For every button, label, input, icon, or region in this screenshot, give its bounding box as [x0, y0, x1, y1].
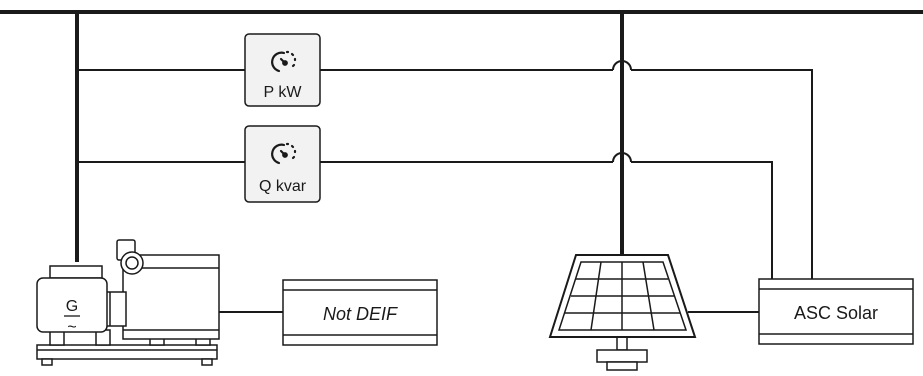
- power-meter: P kW: [244, 33, 321, 107]
- not-deif-label: Not DEIF: [323, 304, 398, 324]
- reactive-meter: Q kvar: [244, 125, 321, 203]
- power-measurement-line: [77, 60, 813, 279]
- reactive-measurement-line: [77, 152, 773, 279]
- reactive-meter-label: Q kvar: [259, 178, 307, 195]
- genset: [36, 239, 220, 366]
- solar-panel: [548, 254, 697, 371]
- asc-solar-controller: [758, 278, 914, 345]
- generator-label: G: [66, 298, 78, 315]
- generator-symbol: ~: [67, 319, 76, 336]
- gauge-icon: [271, 50, 297, 73]
- power-meter-label: P kW: [264, 84, 303, 101]
- gauge-icon: [271, 142, 297, 165]
- asc-solar-label: ASC Solar: [794, 303, 878, 323]
- not-deif-controller: [282, 279, 438, 346]
